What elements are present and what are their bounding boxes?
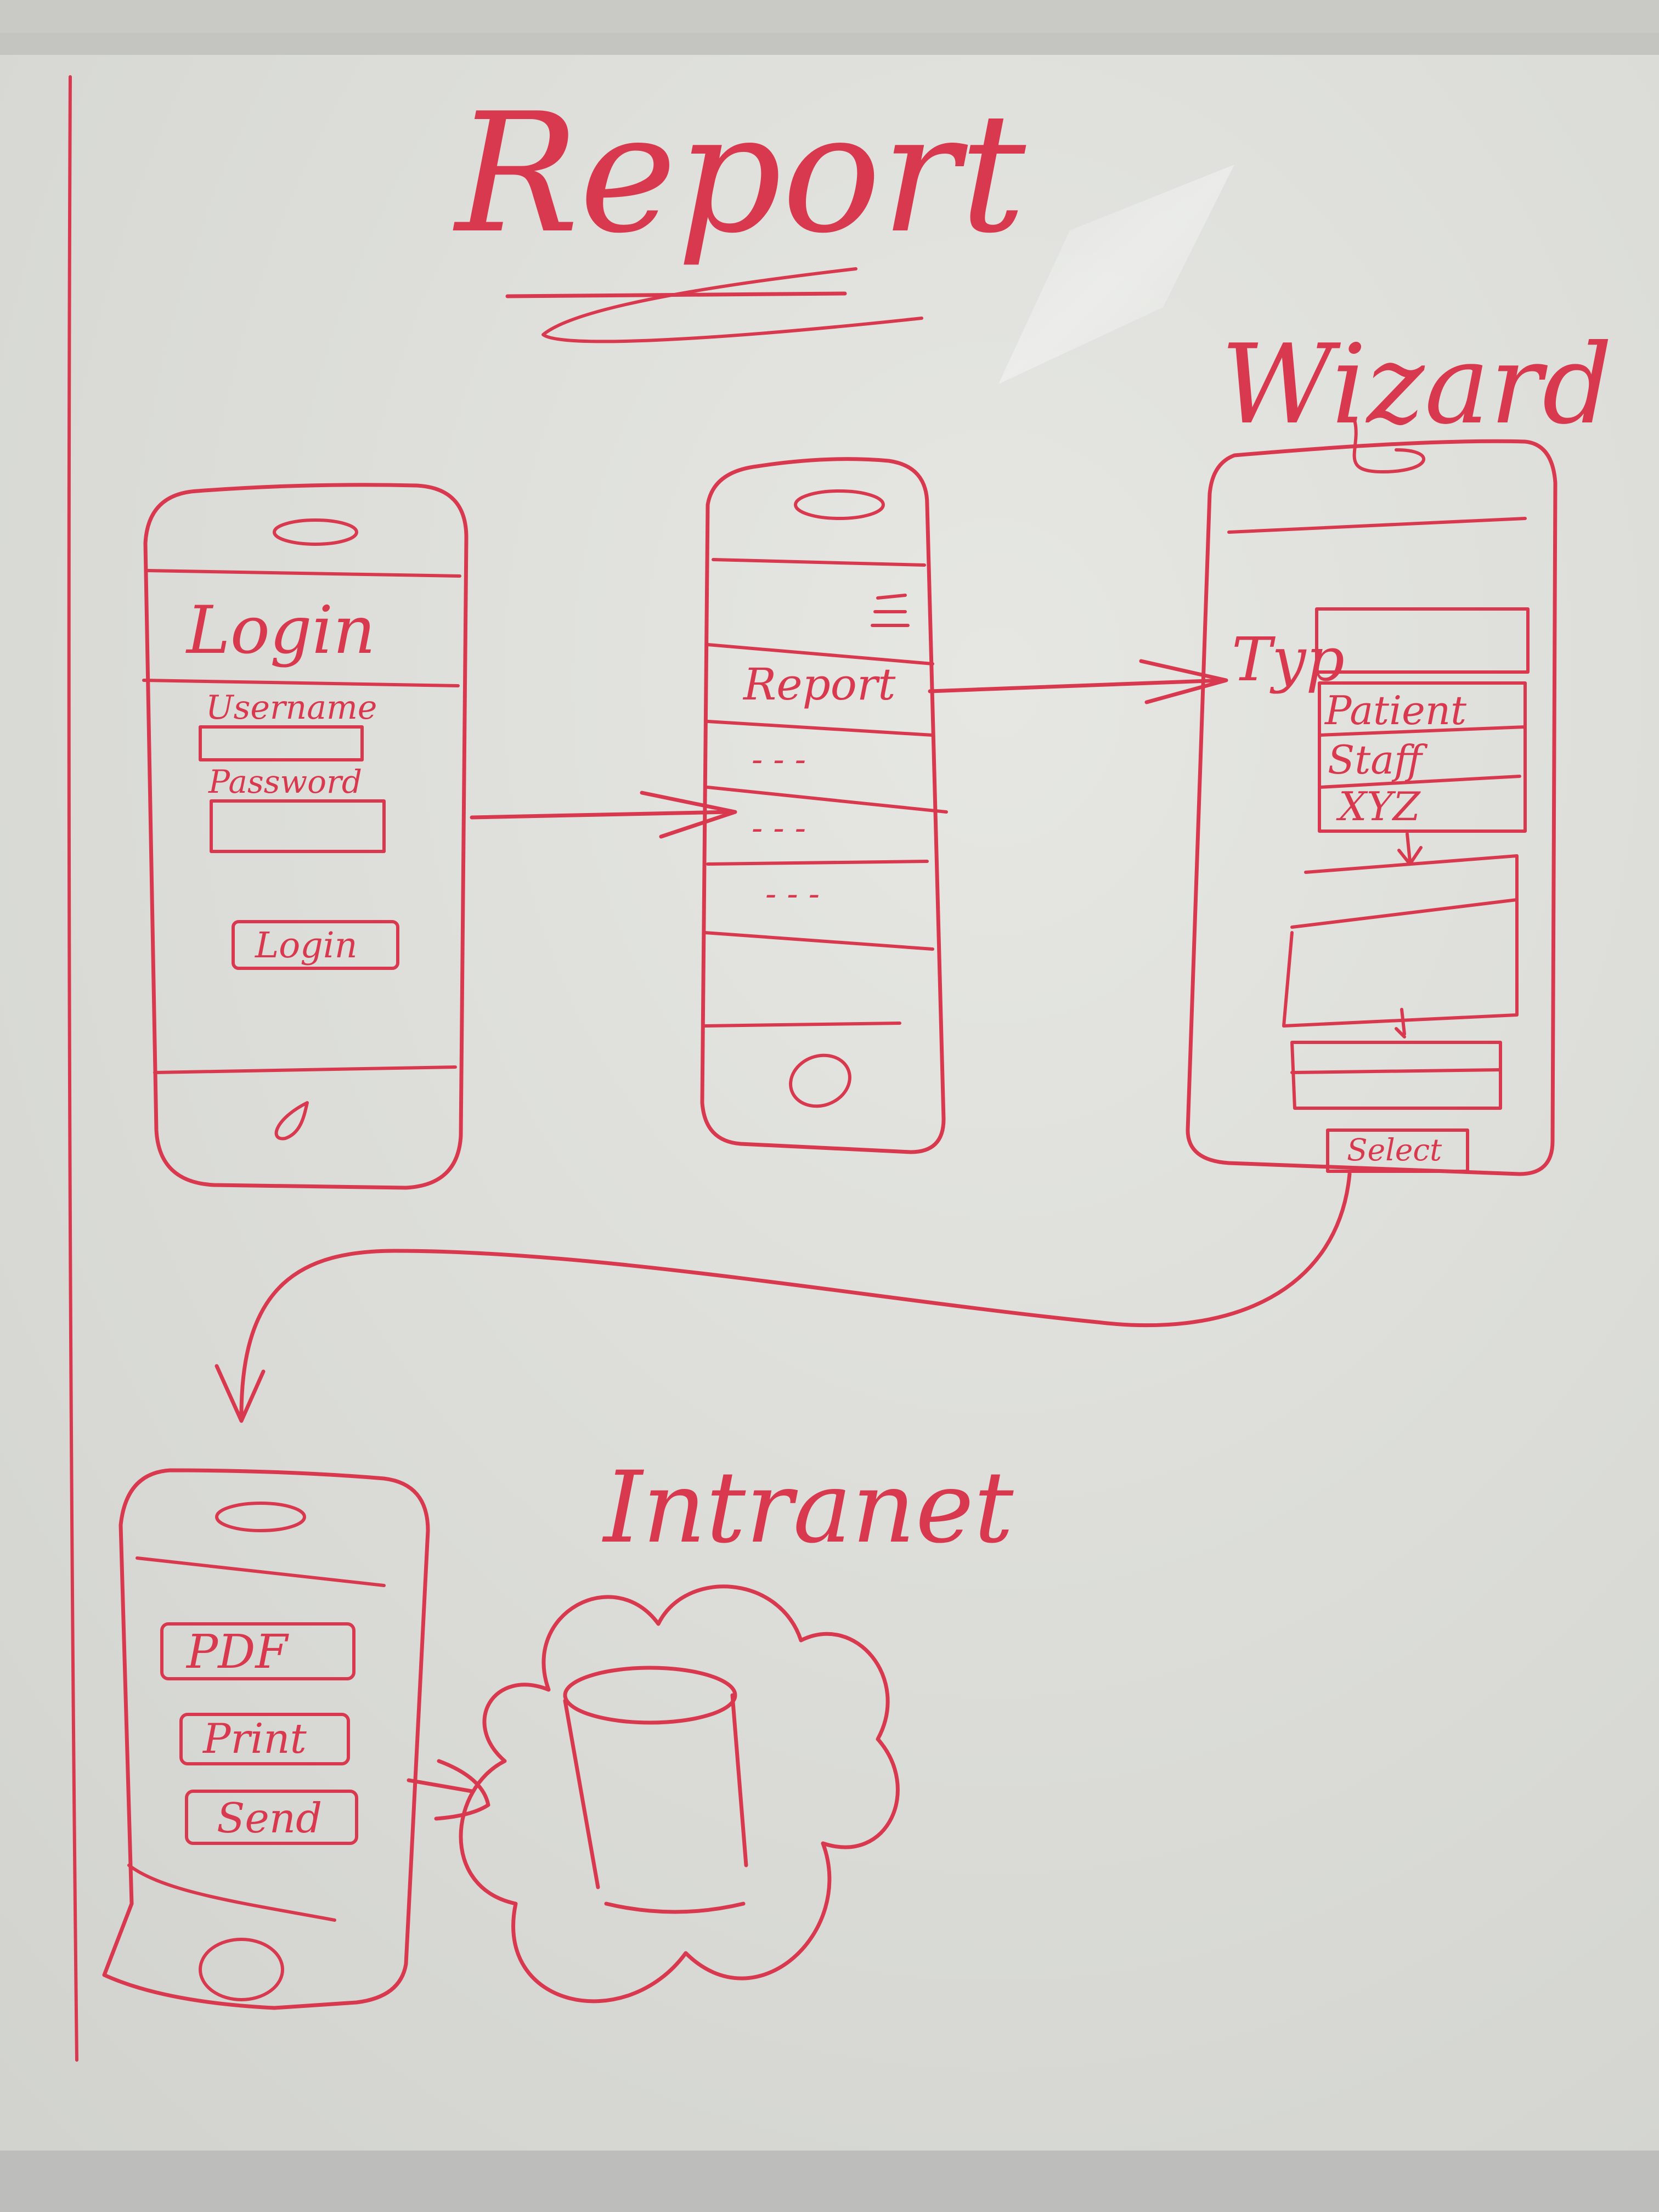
placeholder-item-2: - - - (752, 809, 806, 848)
arrow-wizard-to-export (239, 1172, 1352, 1418)
cloud-outline (459, 1584, 900, 2004)
menu-screen-sketch: Report - - - - - - - - - (700, 457, 948, 1154)
light-glare (998, 165, 1234, 384)
speaker-slot (273, 518, 358, 546)
login-heading: Login (185, 592, 375, 669)
heading-divider (142, 679, 460, 687)
bottom-divider (153, 1065, 457, 1074)
marker-ink: Report Login Username Password Login (67, 75, 1612, 2062)
report-menu-item: Report (742, 659, 896, 710)
menu-divider-3 (706, 786, 948, 814)
wizard-title: Wizard (1221, 321, 1612, 449)
arrow-login-to-menu (470, 810, 732, 820)
down-arrow-2 (1395, 1008, 1406, 1039)
top-divider (136, 1556, 386, 1587)
password-label: Password (208, 763, 362, 800)
send-button-frame (185, 1790, 358, 1845)
step-two-box (1282, 854, 1519, 1028)
option-patient: Patient (1324, 687, 1467, 733)
speaker-slot (215, 1502, 306, 1532)
top-divider (145, 569, 461, 578)
username-label: Username (206, 689, 377, 727)
database-icon (563, 1666, 737, 1725)
placeholder-item-3: - - - (765, 875, 820, 913)
send-button-label: Send (217, 1794, 322, 1842)
arrowhead-menu-to-wizard (1139, 659, 1228, 704)
home-button-mark (274, 1101, 309, 1141)
top-tray-edge (0, 33, 1659, 55)
phone-outline (700, 457, 946, 1154)
print-button-label: Print (202, 1714, 307, 1763)
arrow-export-to-intranet (407, 1778, 474, 1793)
option-list-frame (1318, 681, 1527, 833)
phone-outline (1186, 439, 1558, 1176)
arrow-menu-to-wizard (928, 678, 1226, 693)
option-divider-2 (1318, 775, 1521, 789)
login-button-label: Login (255, 925, 358, 966)
step-three-divider (1290, 1068, 1502, 1074)
board-title: Report (453, 78, 1026, 269)
title-underline-loop (541, 267, 923, 343)
home-button-mark (199, 1938, 284, 2001)
dropdown-header (1315, 607, 1530, 674)
option-staff: Staff (1328, 737, 1428, 783)
hamburger-icon (871, 594, 910, 627)
username-input (199, 725, 364, 761)
option-divider-1 (1318, 725, 1527, 737)
bottom-tray-edge (0, 2151, 1659, 2212)
phone-outline (102, 1468, 430, 2010)
select-button-frame (1326, 1128, 1469, 1173)
pdf-button-frame (160, 1622, 356, 1680)
top-divider (712, 558, 926, 567)
camera-loop (1352, 421, 1425, 473)
top-divider (1227, 517, 1527, 534)
export-screen-sketch: PDF Print Send (102, 1468, 430, 2010)
login-button-frame (232, 920, 399, 970)
step-two-divider (1290, 898, 1519, 929)
bottom-divider (127, 1864, 336, 1922)
bottom-divider (703, 1022, 901, 1028)
arrowhead-login-to-menu (640, 791, 737, 839)
login-screen-sketch: Login Username Password Login (142, 483, 469, 1190)
intranet-sketch: Intranet (459, 1451, 1014, 2004)
menu-divider-4 (706, 860, 929, 866)
home-button-mark (789, 1053, 851, 1108)
database-body (563, 1693, 748, 1914)
arrowhead-export-to-intranet (434, 1759, 490, 1821)
menu-divider-2 (706, 720, 934, 737)
menu-divider-1 (706, 643, 934, 665)
phone-outline (143, 483, 469, 1190)
password-input (210, 799, 386, 853)
intranet-label: Intranet (602, 1451, 1014, 1565)
step-three-box (1290, 1041, 1502, 1110)
select-button-label: Select (1347, 1132, 1442, 1167)
arrowhead-wizard-to-export (215, 1364, 266, 1423)
print-button-frame (179, 1713, 350, 1765)
margin-line (67, 75, 78, 2062)
placeholder-item-1: - - - (752, 741, 806, 779)
menu-divider-5 (703, 931, 934, 951)
option-xyz: XYZ (1336, 783, 1421, 830)
wizard-screen-sketch: Wizard Typ Patient Staff XYZ Select (1186, 321, 1612, 1176)
pdf-button-label: PDF (185, 1625, 289, 1679)
speaker-slot (794, 489, 885, 520)
